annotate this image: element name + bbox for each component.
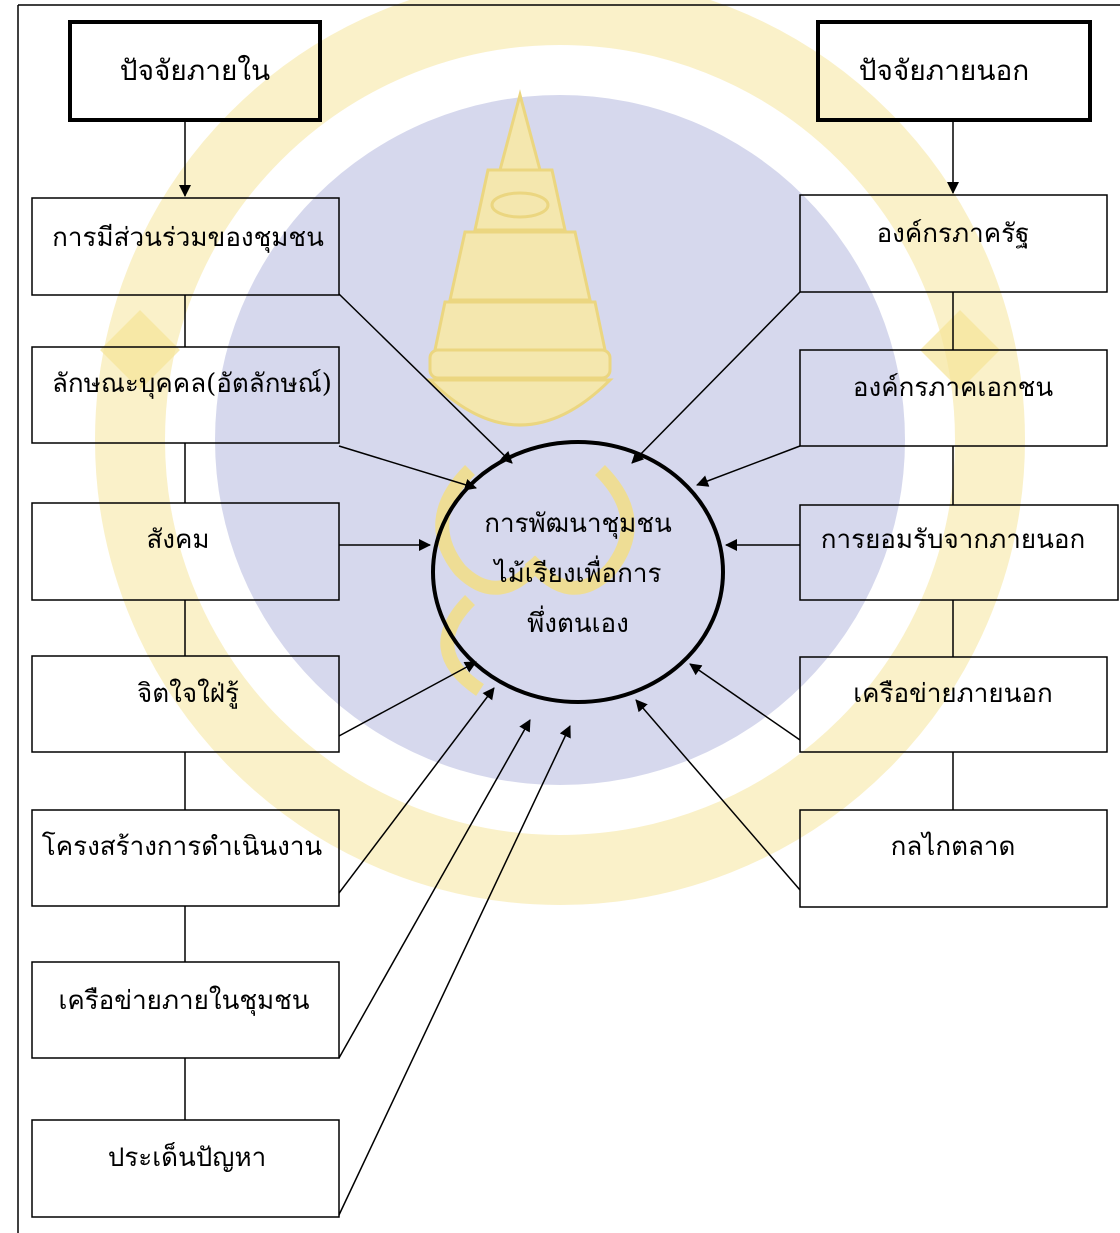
- internal-factor-label: เครือข่ายภายในชุมชน: [58, 986, 309, 1016]
- external-factor-box: [799, 504, 1119, 601]
- arrow-participation: [338, 293, 513, 464]
- external-arrows: [631, 291, 801, 891]
- external-factor-label: เครือข่ายภายนอก: [853, 679, 1053, 709]
- internal-factor-label: ประเด็นปัญหา: [108, 1141, 266, 1173]
- center-goal-line-1: การพัฒนาชุมชน: [484, 509, 672, 539]
- external-factor-boxes: องค์กรภาครัฐ องค์กรภาคเอกชน การยอมรับจาก…: [799, 194, 1119, 908]
- internal-factor-label: การมีส่วนร่วมของชุมชน: [52, 223, 324, 253]
- university-seal-watermark: [95, 0, 1025, 905]
- internal-factor-box: [31, 809, 340, 907]
- internal-factor-box: [31, 197, 340, 296]
- external-factors-header: ปัจจัยภายนอก: [859, 54, 1030, 87]
- arrow-market: [635, 699, 801, 891]
- internal-factor-box: [31, 961, 340, 1059]
- arrow-external-network: [689, 663, 801, 741]
- internal-factor-label: โครงสร้างการดำเนินงาน: [42, 831, 323, 862]
- internal-factor-label: ลักษณะบุคคล(อัตลักษณ์): [52, 369, 332, 399]
- internal-factor-box: [31, 655, 340, 753]
- center-goal-line-2: ไม้เรียงเพื่อการ: [493, 555, 662, 589]
- arrow-community-network: [338, 719, 531, 1059]
- external-factor-label: กลไกตลาด: [891, 831, 1016, 862]
- external-factor-box: [799, 656, 1108, 753]
- internal-factor-box: [31, 1119, 340, 1218]
- internal-factors-header: ปัจจัยภายใน: [120, 54, 270, 87]
- external-factor-label: องค์กรภาคเอกชน: [853, 373, 1053, 403]
- center-goal-ellipse: [431, 440, 725, 704]
- center-goal-line-3: พึ่งตนเอง: [527, 605, 629, 639]
- internal-factor-boxes: การมีส่วนร่วมของชุมชน ลักษณะบุคคล(อัตลัก…: [31, 197, 340, 1218]
- external-factor-box: [799, 349, 1108, 447]
- external-factors-header-box: [816, 20, 1092, 122]
- arrow-structure: [338, 687, 495, 894]
- arrow-identity: [338, 445, 477, 491]
- internal-factor-box: [31, 346, 340, 444]
- internal-factor-label: สังคม: [146, 525, 209, 555]
- external-factor-box: [799, 194, 1108, 293]
- internal-factor-box: [31, 502, 340, 601]
- arrow-private: [696, 445, 801, 487]
- internal-factor-label: จิตใจใฝ่รู้: [137, 679, 239, 709]
- arrow-government: [631, 291, 801, 464]
- internal-factors-header-box: [68, 20, 322, 122]
- arrow-learning: [338, 661, 477, 737]
- external-factor-label: การยอมรับจากภายนอก: [821, 525, 1085, 555]
- internal-arrows: [338, 293, 571, 1216]
- arrow-problem: [338, 725, 571, 1216]
- external-factor-box: [799, 809, 1108, 908]
- external-factor-label: องค์กรภาครัฐ: [877, 219, 1030, 249]
